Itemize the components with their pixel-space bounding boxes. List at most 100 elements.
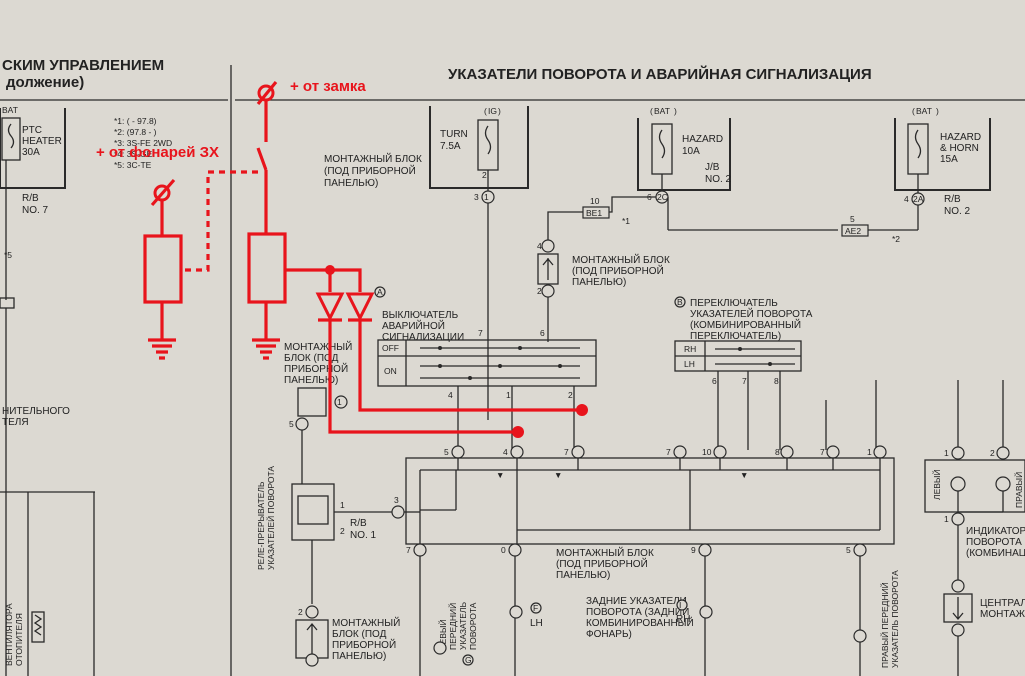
svg-text:R/B: R/B xyxy=(944,194,961,205)
svg-text:УКАЗАТЕЛЕЙ ПОВОРОТА: УКАЗАТЕЛЕЙ ПОВОРОТА xyxy=(265,466,276,570)
svg-text:ПАНЕЛЬЮ): ПАНЕЛЬЮ) xyxy=(332,651,386,662)
svg-text:RH: RH xyxy=(684,344,696,354)
svg-text:A: A xyxy=(377,287,383,297)
mount-block-bl-label: МОНТАЖНЫЙ БЛОК (ПОД ПРИБОРНОЙ ПАНЕЛЬЮ) xyxy=(332,616,400,662)
svg-text:МОНТАЖНЫЙ БЛОК: МОНТАЖНЫЙ БЛОК xyxy=(324,152,422,165)
svg-text:4: 4 xyxy=(904,194,909,204)
svg-text:ПРИБОРНОЙ: ПРИБОРНОЙ xyxy=(332,638,396,651)
svg-text:6: 6 xyxy=(540,328,545,338)
mount-block-label-2: МОНТАЖНЫЙ БЛОК (ПОД ПРИБОРНОЙ ПАНЕЛЬЮ) xyxy=(572,253,670,288)
svg-text:1: 1 xyxy=(484,192,489,202)
svg-text:TURN: TURN xyxy=(440,129,468,140)
svg-text:МОНТАЖНЫЙ: МОНТАЖНЫЙ xyxy=(332,616,400,629)
svg-text:МОНТАЖНЫЙ: МОНТАЖНЫЙ xyxy=(284,340,352,353)
svg-text:ЦЕНТРАЛ: ЦЕНТРАЛ xyxy=(980,598,1025,609)
svg-text:ПРИБОРНОЙ: ПРИБОРНОЙ xyxy=(284,362,348,375)
svg-text:ВЫКЛЮЧАТЕЛЬ: ВЫКЛЮЧАТЕЛЬ xyxy=(382,310,459,321)
red-overlay-circuit xyxy=(143,80,588,438)
svg-text:2: 2 xyxy=(568,390,573,400)
turn-fuse: ( IG ) TURN 7.5A 2 xyxy=(429,106,529,192)
svg-text:ПАНЕЛЬЮ): ПАНЕЛЬЮ) xyxy=(556,570,610,581)
svg-text:9: 9 xyxy=(691,545,696,555)
svg-text:F: F xyxy=(533,603,538,613)
svg-text:4: 4 xyxy=(448,390,453,400)
svg-text:2: 2 xyxy=(298,607,303,617)
connector-row: 5 4 7 7 10 8 7 1 xyxy=(444,445,887,459)
svg-text:): ) xyxy=(674,106,677,116)
svg-text:УКАЗАТЕЛЕЙ ПОВОРОТА: УКАЗАТЕЛЕЙ ПОВОРОТА xyxy=(690,307,813,320)
svg-text:LH: LH xyxy=(684,359,695,369)
svg-text:ON: ON xyxy=(384,366,397,376)
svg-text:PTC: PTC xyxy=(22,125,42,136)
svg-text:BAT: BAT xyxy=(2,105,18,115)
svg-text:10: 10 xyxy=(702,447,712,457)
svg-text:15A: 15A xyxy=(940,154,958,165)
svg-text:7: 7 xyxy=(666,447,671,457)
svg-text:УКАЗАТЕЛЬ ПОВОРОТА: УКАЗАТЕЛЬ ПОВОРОТА xyxy=(890,570,900,668)
svg-text:7.5A: 7.5A xyxy=(440,141,461,152)
svg-text:AE2: AE2 xyxy=(845,226,861,236)
rear-indicators-label: ЗАДНИЕ УКАЗАТЕЛИ ПОВОРОТА (ЗАДНИЙ КОМБИН… xyxy=(586,596,694,640)
svg-text:5: 5 xyxy=(846,545,851,555)
svg-text:HEATER: HEATER xyxy=(22,136,62,147)
svg-text:БЛОК (ПОД: БЛОК (ПОД xyxy=(284,353,339,364)
svg-text:*5: 3C-TE: *5: 3C-TE xyxy=(114,160,152,170)
svg-text:(ПОД ПРИБОРНОЙ: (ПОД ПРИБОРНОЙ xyxy=(572,264,664,277)
fan-label: ВЕНТИЛЯТОРА ОТОПИТЕЛЯ xyxy=(4,603,24,666)
svg-text:2C: 2C xyxy=(657,192,668,202)
svg-text:1: 1 xyxy=(944,514,949,524)
svg-text:10: 10 xyxy=(590,196,600,206)
left-section-title: СКИМ УПРАВЛЕНИЕМ xyxy=(2,57,164,74)
svg-text:АВАРИЙНОЙ: АВАРИЙНОЙ xyxy=(382,319,445,332)
svg-text:ПОВОРОТА: ПОВОРОТА xyxy=(966,537,1022,548)
svg-text:I: I xyxy=(679,600,681,610)
svg-text:1: 1 xyxy=(337,397,342,407)
svg-text:8: 8 xyxy=(775,447,780,457)
turn-indicator-cluster: 1 2 1 ЛЕВЫЙ ПРАВЫЙ ИНДИКАТОР ПОВОРОТА (К… xyxy=(924,380,1025,580)
svg-text:2: 2 xyxy=(482,170,487,180)
page-title: УКАЗАТЕЛИ ПОВОРОТА И АВАРИЙНАЯ СИГНАЛИЗА… xyxy=(448,65,872,83)
svg-text:7: 7 xyxy=(820,447,825,457)
svg-text:B: B xyxy=(677,297,683,307)
mount-block-frame xyxy=(405,457,895,545)
svg-text:ПЕРЕКЛЮЧАТЕЛЬ: ПЕРЕКЛЮЧАТЕЛЬ xyxy=(690,298,778,309)
svg-text:4: 4 xyxy=(537,241,542,251)
svg-text:NO. 2: NO. 2 xyxy=(944,206,971,217)
svg-text:1: 1 xyxy=(944,448,949,458)
svg-text:1: 1 xyxy=(506,390,511,400)
svg-text:(: ( xyxy=(650,106,653,116)
svg-text:& HORN: & HORN xyxy=(940,143,979,154)
svg-text:1: 1 xyxy=(340,500,345,510)
svg-text:(КОМБИНИРОВАННЫЙ: (КОМБИНИРОВАННЫЙ xyxy=(690,318,801,331)
left-front-indicator-label: ЛЕВЫЙ ПЕРЕДНИЙ УКАЗАТЕЛЬ ПОВОРОТА xyxy=(437,601,478,650)
turn-flasher-relay: 5 3 1 2 R/B NO. 1 РЕЛЕ-ПРЕРЫВАТЕЛЬ УКАЗА… xyxy=(256,417,420,667)
svg-text:ПАНЕЛЬЮ): ПАНЕЛЬЮ) xyxy=(284,375,338,386)
svg-text:G: G xyxy=(465,655,472,665)
svg-text:*2: *2 xyxy=(892,234,900,244)
svg-text:2: 2 xyxy=(340,526,345,536)
svg-text:(ПОД ПРИБОРНОЙ: (ПОД ПРИБОРНОЙ xyxy=(556,557,648,570)
svg-text:УКАЗАТЕЛЬ: УКАЗАТЕЛЬ xyxy=(458,601,468,650)
svg-text:(: ( xyxy=(484,106,487,116)
hazard-switch: ВЫКЛЮЧАТЕЛЬ АВАРИЙНОЙ СИГНАЛИЗАЦИИ OFF O… xyxy=(374,286,597,387)
svg-text:(КОМБИНАЦ: (КОМБИНАЦ xyxy=(966,548,1025,559)
svg-text:МОНТАЖНЫЙ БЛОК: МОНТАЖНЫЙ БЛОК xyxy=(556,546,654,559)
svg-text:▼: ▼ xyxy=(554,470,562,480)
svg-text:БЛОК (ПОД: БЛОК (ПОД xyxy=(332,629,387,640)
svg-text:ПЕРЕДНИЙ: ПЕРЕДНИЙ xyxy=(447,603,458,650)
svg-text:ПОВОРОТА (ЗАДНИЙ: ПОВОРОТА (ЗАДНИЙ xyxy=(586,605,689,618)
svg-text:R/B: R/B xyxy=(350,518,367,529)
svg-text:HAZARD: HAZARD xyxy=(682,134,723,145)
svg-text:7: 7 xyxy=(478,328,483,338)
svg-text:ЛЕВЫЙ: ЛЕВЫЙ xyxy=(437,619,448,650)
svg-text:2: 2 xyxy=(990,448,995,458)
annotation-from-lights: + от фонарей ЗХ xyxy=(96,144,219,161)
svg-text:10A: 10A xyxy=(682,146,700,157)
svg-text:*4: 3S-GE: *4: 3S-GE xyxy=(114,149,153,159)
svg-text:*1: ( - 97.8): *1: ( - 97.8) xyxy=(114,116,157,126)
svg-text:ПРАВЫЙ ПЕРЕДНИЙ: ПРАВЫЙ ПЕРЕДНИЙ xyxy=(879,582,890,668)
mount-block-left-label: МОНТАЖНЫЙ БЛОК (ПОД ПРИБОРНОЙ ПАНЕЛЬЮ) xyxy=(284,340,352,386)
svg-text:(: ( xyxy=(912,106,915,116)
svg-text:ИНДИКАТОР: ИНДИКАТОР xyxy=(966,526,1025,537)
